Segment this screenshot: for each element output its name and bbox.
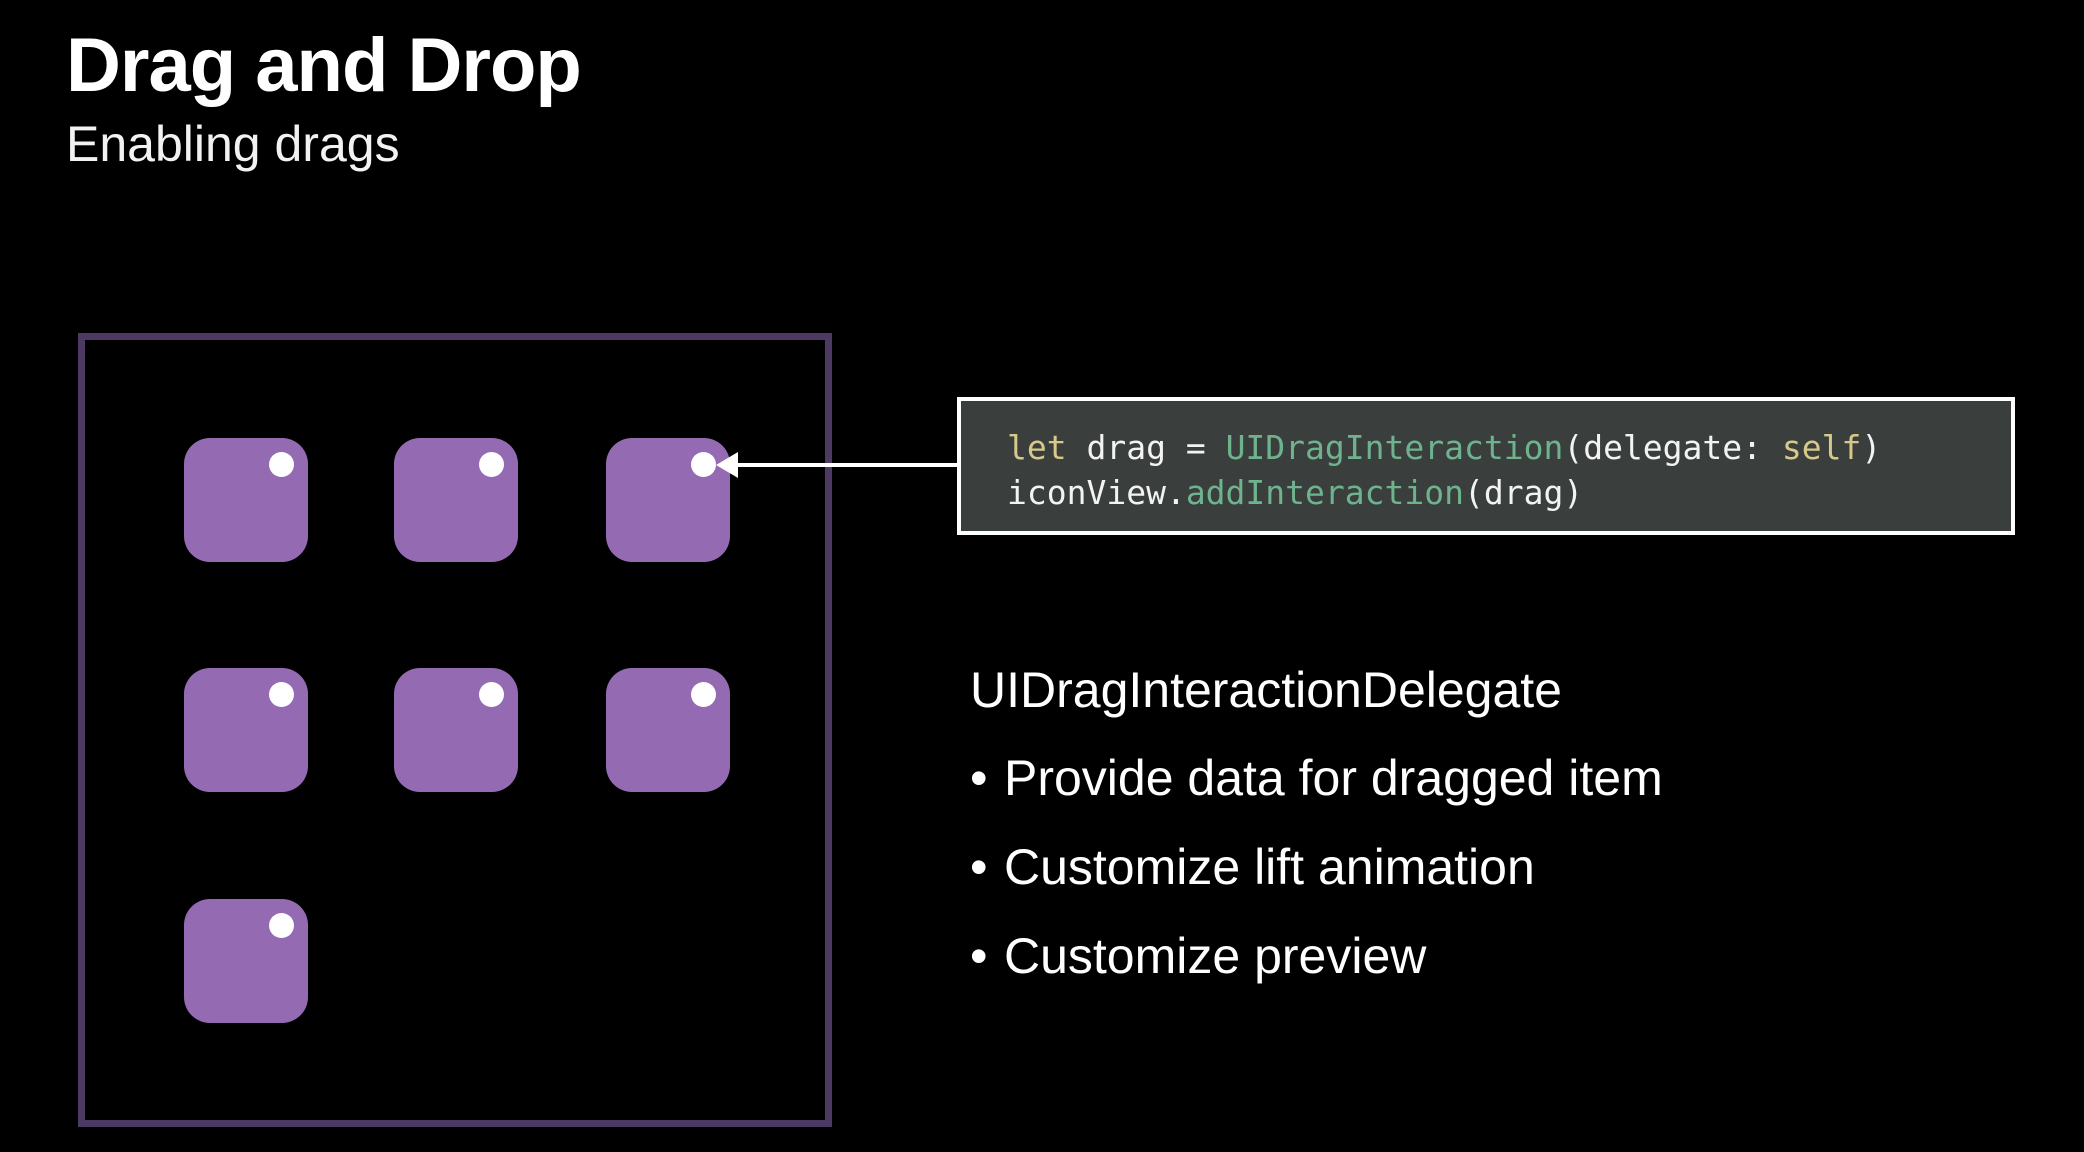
list-item-label: Customize preview [1004, 928, 1427, 984]
code-text: (drag) [1463, 473, 1584, 512]
code-method: addInteraction [1185, 473, 1464, 512]
list-item: • Customize preview [970, 926, 1663, 1015]
status-dot-icon [269, 452, 294, 477]
status-dot-icon [691, 452, 716, 477]
code-keyword-self: self [1781, 428, 1862, 467]
status-dot-icon [269, 682, 294, 707]
status-dot-icon [479, 452, 504, 477]
code-text: drag = [1066, 428, 1226, 467]
code-snippet: let drag = UIDragInteraction(delegate: s… [957, 397, 2015, 535]
list-item-label: Provide data for dragged item [1004, 750, 1663, 806]
code-keyword-let: let [1007, 428, 1067, 467]
code-type: UIDragInteraction [1225, 428, 1564, 467]
arrow-left-icon [716, 452, 738, 478]
code-text: ) [1861, 428, 1882, 467]
list-item: • Customize lift animation [970, 837, 1663, 926]
slide-title: Drag and Drop [66, 23, 582, 108]
delegate-heading: UIDragInteractionDelegate [970, 662, 1562, 718]
code-text: (delegate: [1563, 428, 1782, 467]
status-dot-icon [479, 682, 504, 707]
bullet-icon: • [970, 928, 988, 984]
bullet-icon: • [970, 750, 988, 806]
delegate-bullet-list: • Provide data for dragged item • Customiz… [970, 748, 1663, 1015]
app-icon[interactable] [394, 668, 518, 792]
status-dot-icon [269, 913, 294, 938]
bullet-icon: • [970, 839, 988, 895]
slide-subtitle: Enabling drags [66, 116, 400, 172]
app-container-frame [78, 333, 832, 1127]
app-icon[interactable] [394, 438, 518, 562]
list-item: • Provide data for dragged item [970, 748, 1663, 837]
app-icon[interactable] [184, 899, 308, 1023]
app-icon[interactable] [184, 438, 308, 562]
app-icon[interactable] [184, 668, 308, 792]
app-icon[interactable] [606, 668, 730, 792]
status-dot-icon [691, 682, 716, 707]
list-item-label: Customize lift animation [1004, 839, 1535, 895]
code-text: iconView. [1007, 473, 1186, 512]
pointer-arrow-line [734, 463, 960, 467]
app-icon-dragged[interactable] [606, 438, 730, 562]
